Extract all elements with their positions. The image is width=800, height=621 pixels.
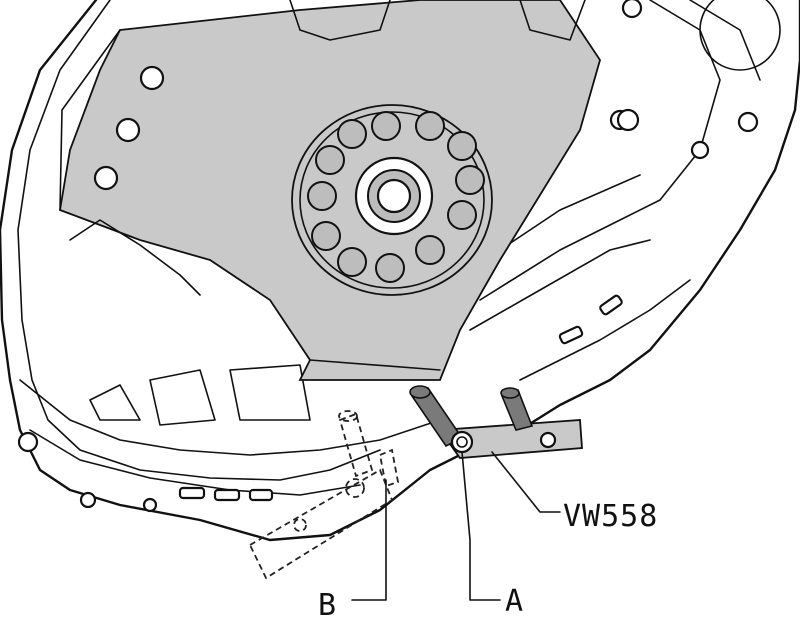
hub-bolt [415,235,445,265]
crankshaft-hub [291,104,493,296]
hub-bolt [447,200,477,230]
hub-bolt [447,131,477,161]
plate-hole [115,117,141,143]
leader-b [351,479,387,601]
tool-pin-head [409,385,431,399]
hub-bolt [455,165,485,195]
label-b: B [318,588,337,621]
vw558-tool [409,385,583,459]
tool-hole [539,431,557,449]
hub-bolt [375,253,405,283]
plate-hole [93,165,119,191]
plate-hole [139,65,165,91]
label-vw558: VW558 [563,499,658,534]
locking-pin-a [450,430,474,454]
plate-hole [621,0,643,19]
hub-bolt [315,145,345,175]
flange-slot [213,488,241,502]
flange-slot [558,325,584,345]
hub-bolt [337,247,367,277]
flange-slot [178,486,206,500]
leader-a [461,451,501,601]
flange-slot [248,488,274,502]
housing-ribs [89,174,691,426]
hub-bolt [371,111,401,141]
hub-bolt [311,221,341,251]
mount-hole [690,140,710,160]
flange-hole [79,491,97,509]
flange-hole [142,497,158,513]
flange-bolt [737,111,759,133]
flange-hole [17,431,39,453]
leader-vw558 [491,451,561,513]
hub-bolt [307,181,337,211]
hub-bore [376,178,412,214]
hub-bolt [337,119,367,149]
leader-lines [351,451,561,601]
alternate-position-b [248,410,400,580]
label-a: A [505,584,524,619]
tool-pin-head [500,387,520,399]
hub-bolt [415,111,445,141]
mount-hole [616,108,640,132]
starter-mount [616,0,781,201]
flange-slot [599,294,623,316]
